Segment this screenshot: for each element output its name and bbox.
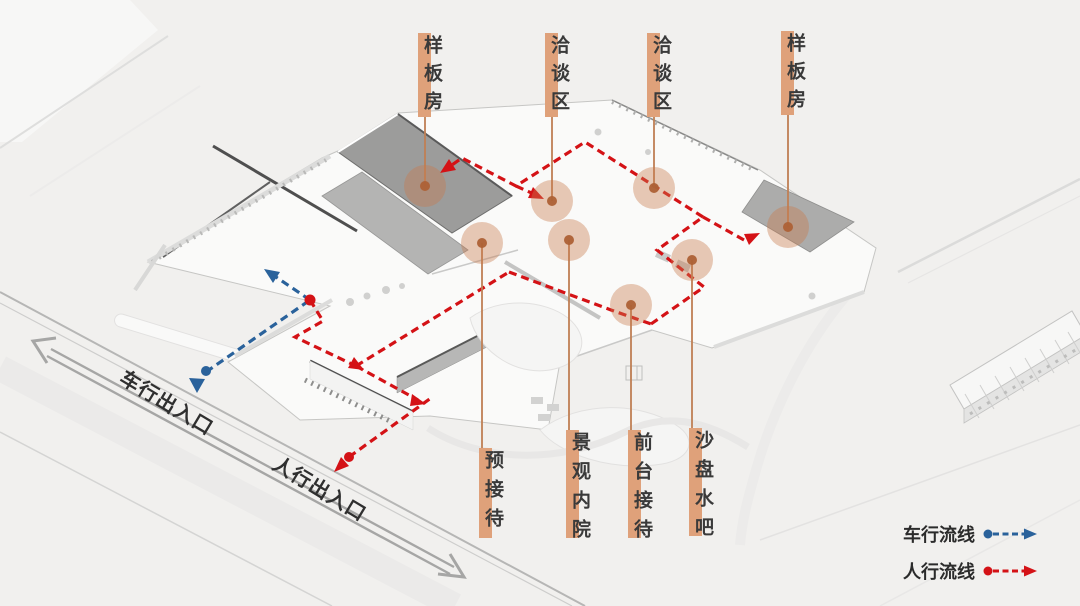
- label-highlight-bar: [479, 448, 492, 538]
- label-highlight-bar: [689, 428, 702, 536]
- legend-pedestrian-label: 人行流线: [903, 562, 975, 582]
- arrow-into-sample-right: [744, 233, 760, 245]
- gallery-building: [949, 310, 1080, 424]
- anchor-circles: [404, 165, 809, 326]
- arrow-into-porch: [348, 357, 364, 370]
- vehicle-exit-arrow: [189, 378, 205, 393]
- vehicle-flow-path: [189, 269, 311, 393]
- legend-pedestrian-flow: 人行流线: [903, 561, 1039, 582]
- pedestrian-junction-dot: [304, 294, 316, 306]
- label-highlight-bar: [781, 31, 794, 115]
- label-highlight-bar: [545, 33, 558, 117]
- pedestrian-flow-path: [291, 140, 760, 472]
- pedestrian-exit-arrow: [334, 457, 349, 472]
- arrow-into-sample-left: [440, 159, 456, 173]
- label-highlight-bar: [566, 430, 579, 538]
- arrow-porch-entry: [410, 394, 426, 406]
- label-text: 洽谈区: [548, 35, 569, 119]
- road-direction-arrow: [30, 336, 467, 579]
- sample-room-right-floor: [741, 179, 855, 253]
- deck-furniture: [531, 397, 559, 421]
- label-highlight-bar: [628, 430, 641, 538]
- vehicle-entry-dot: [201, 366, 211, 376]
- east-curb: [735, 177, 1080, 606]
- leader-lines: [424, 115, 789, 448]
- label-text: 样板房: [421, 35, 442, 119]
- label-text: 前台接待: [631, 432, 652, 548]
- gray-roof-low: [321, 171, 469, 275]
- paved-grid: [625, 365, 643, 381]
- neighbor-block: [0, 0, 201, 197]
- wall-strips: [133, 100, 865, 363]
- label-text: 样板房: [784, 33, 805, 117]
- main-building: [133, 99, 877, 431]
- legend-pedestrian-arrow: [983, 565, 1037, 577]
- vehicle-flow-arrow: [264, 269, 280, 283]
- label-text: 洽谈区: [650, 35, 671, 119]
- label-text: 预接待: [482, 450, 503, 537]
- landscape-garden: [346, 128, 816, 467]
- legend-vehicle-arrow: [983, 528, 1037, 540]
- pedestrian-entry-dot: [344, 452, 354, 462]
- label-text: 景观内院: [569, 432, 590, 548]
- label-highlight-bar: [647, 33, 660, 117]
- trees: [346, 128, 816, 306]
- label-highlight-bar: [418, 33, 431, 117]
- arrow-into-meeting-left: [528, 187, 544, 199]
- legend-vehicle-label: 车行流线: [903, 525, 975, 545]
- legend-vehicle-flow: 车行流线: [903, 524, 1039, 545]
- label-text: 沙盘水吧: [692, 430, 713, 546]
